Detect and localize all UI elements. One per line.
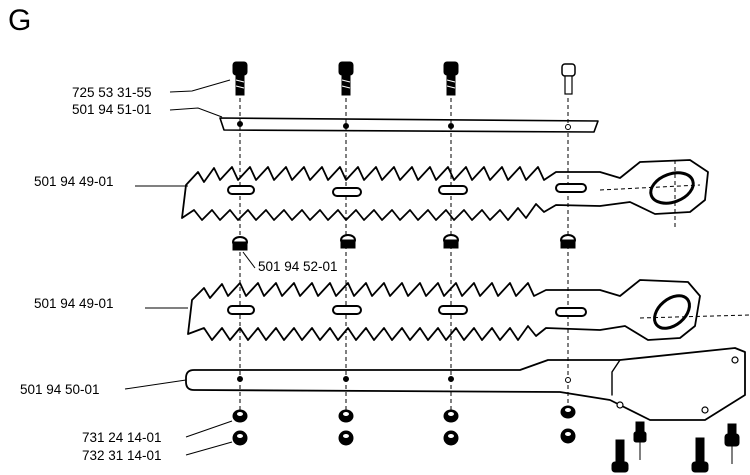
label-spacer: 501 94 52-01 [258,259,338,274]
nut-icon [560,405,576,419]
label-upper-blade: 501 94 49-01 [34,174,114,189]
spacer-icon-group [232,234,576,251]
leader-nut [185,441,233,456]
spacer-icon [560,234,576,249]
screw-icon [338,61,354,96]
leader-upper-plate [169,107,223,118]
nut-icon [443,430,459,446]
screw-icon-group [232,61,576,96]
screw-icon [561,63,576,95]
label-upper-plate: 501 94 51-01 [72,102,152,117]
leader-screw [169,79,231,93]
nut-icon-group [232,428,576,446]
screw-icon [724,423,740,464]
blade-icon [181,159,709,221]
plate-icon [219,117,599,133]
nut-icon [232,430,248,446]
screw-icon [633,421,647,460]
nut-icon [443,409,459,423]
assembly-axes [239,98,750,410]
screw-icon-group [611,421,740,473]
spacer-icon [340,234,356,249]
spacer-icon [232,236,248,251]
plate-icon [185,347,746,421]
screw-icon [232,61,248,96]
washer-icon-group [232,405,576,423]
leader-guide-bar [124,379,187,390]
label-guide-bar: 501 94 50-01 [20,382,100,397]
label-nut: 732 31 14-01 [82,448,162,463]
nut-icon [560,428,576,444]
label-screw: 725 53 31-55 [72,85,152,100]
nut-icon [338,409,354,423]
nut-icon [232,409,248,423]
label-washer: 731 24 14-01 [82,430,162,445]
blade-icon [187,279,701,341]
spacer-icon [443,234,459,249]
axis-handle [599,184,701,191]
screw-icon [611,439,629,473]
axis-handle-lower [639,314,750,319]
screw-icon [443,61,459,96]
screw-icon [691,437,709,473]
leader-washer [185,420,233,438]
leader-spacer [242,251,256,269]
nut-icon [338,430,354,446]
leader-lines [124,79,256,456]
label-lower-blade: 501 94 49-01 [34,296,114,311]
section-letter: G [8,4,32,37]
